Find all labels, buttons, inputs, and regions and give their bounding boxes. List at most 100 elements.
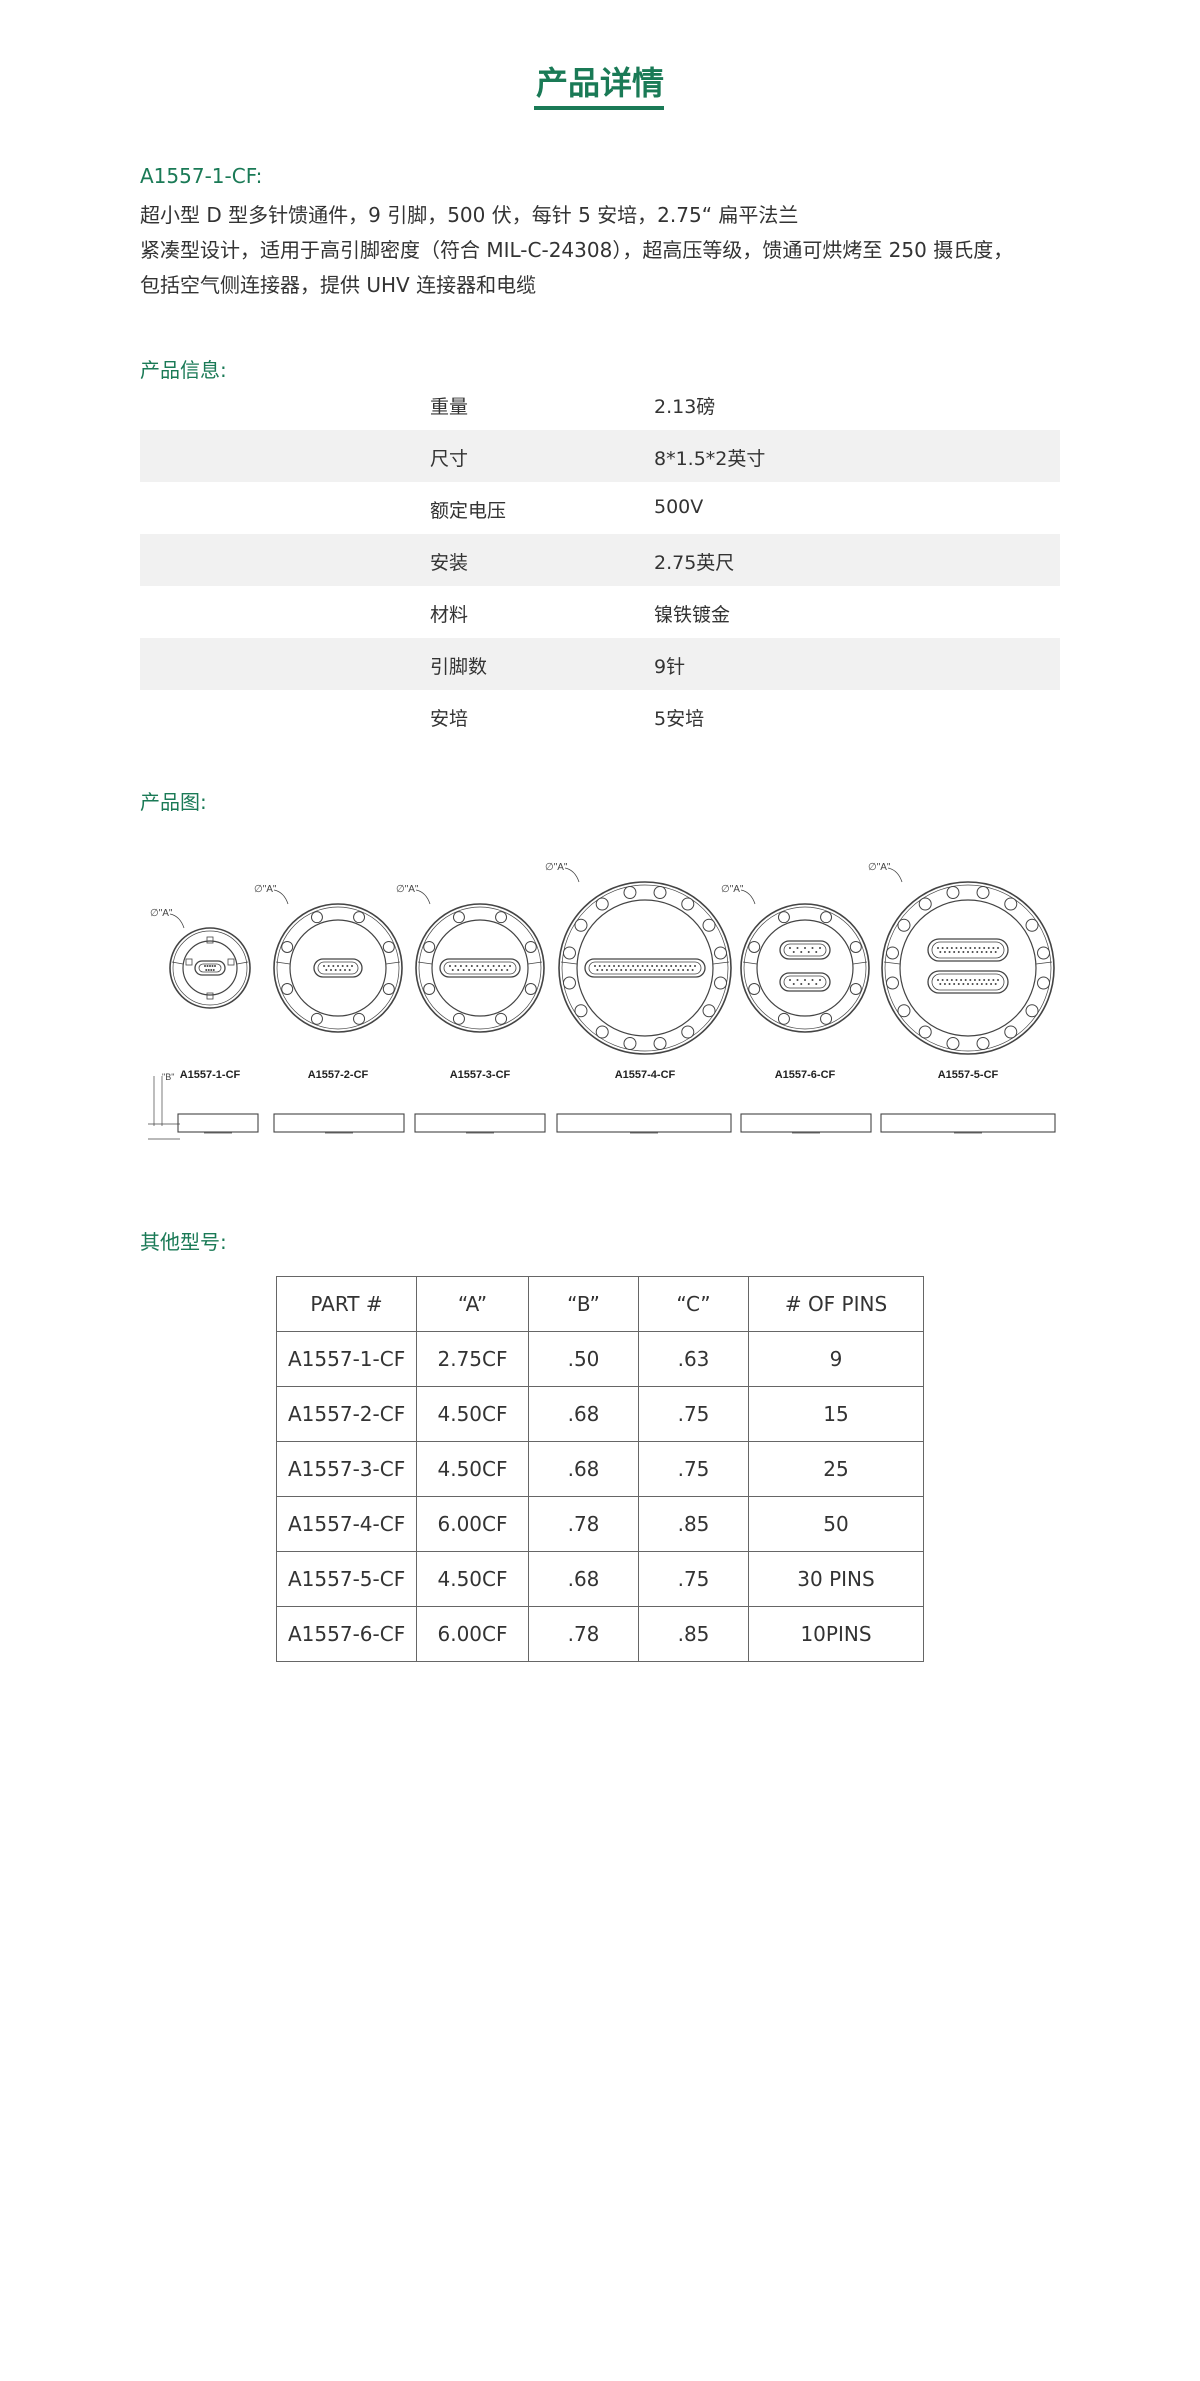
dimension-b-label: "B" — [162, 1072, 174, 1082]
diameter-label: ∅"A" — [150, 908, 173, 919]
flange-side-view — [880, 1113, 1056, 1133]
description-line: 包括空气侧连接器，提供 UHV 连接器和电缆 — [140, 273, 537, 297]
bolt-hole — [1004, 897, 1018, 911]
spec-cell: .85 — [638, 1496, 749, 1552]
info-value: 500V — [654, 496, 704, 518]
connector-pin — [632, 965, 635, 967]
bolt-hole — [777, 911, 790, 924]
flange-side-view — [740, 1113, 872, 1133]
connector-pin — [653, 969, 656, 971]
bolt-hole — [562, 976, 576, 990]
flange-edge — [884, 884, 1052, 1052]
info-key: 安培 — [430, 708, 469, 730]
flange-side-view — [414, 1113, 546, 1133]
connector-pin — [615, 969, 618, 971]
info-key: 材料 — [430, 604, 469, 626]
diameter-leader — [169, 913, 185, 929]
spec-cell: .78 — [528, 1496, 639, 1552]
connector-pin — [332, 965, 335, 967]
connector-pin — [346, 965, 349, 967]
bolt-hole — [681, 897, 695, 911]
connector-pin — [939, 951, 942, 953]
connector-pin — [804, 947, 806, 949]
connector-pin — [985, 951, 988, 953]
connector-pin — [969, 979, 972, 981]
connector-pin — [997, 979, 999, 981]
bolt-hole — [976, 885, 990, 899]
title-underline — [534, 106, 664, 110]
diameter-label: ∅"A" — [868, 862, 891, 873]
flange-outline — [273, 903, 403, 1033]
flange-side-view — [556, 1113, 732, 1133]
flange-inner-ring — [431, 919, 529, 1017]
connector-pin — [983, 947, 986, 949]
spec-cell: 15 — [748, 1386, 924, 1442]
connector-insert — [783, 975, 827, 989]
bolt-hole — [885, 976, 899, 990]
connector-pin — [990, 951, 993, 953]
diameter-label: ∅"A" — [721, 884, 744, 895]
connector-pin — [627, 965, 630, 967]
bolt-hole — [562, 946, 576, 960]
connector-pin — [973, 947, 976, 949]
connector-shell — [439, 958, 521, 978]
connector-pin — [617, 965, 620, 967]
flange-edge — [276, 906, 400, 1030]
info-key: 额定电压 — [430, 500, 507, 522]
connector-pin — [971, 983, 974, 985]
info-value: 2.75英尺 — [654, 552, 735, 574]
bolt-hole — [777, 1012, 790, 1025]
spec-cell: A1557-2-CF — [276, 1386, 417, 1442]
connector-pin — [495, 969, 498, 971]
spec-cell: .68 — [528, 1386, 639, 1442]
connector-pin — [339, 969, 342, 971]
bolt-hole — [820, 1012, 833, 1025]
mini-slot — [206, 992, 214, 1000]
bolt-hole — [897, 1004, 911, 1018]
spec-cell: A1557-1-CF — [276, 1331, 417, 1387]
connector-pin — [468, 969, 471, 971]
connector-pin — [500, 969, 503, 971]
table-row: A1557-5-CF 4.50CF .68 .75 30 PINS — [276, 1551, 924, 1607]
connector-pin — [325, 969, 328, 971]
bolt-hole — [748, 940, 761, 953]
table-row: A1557-3-CF 4.50CF .68 .75 25 — [276, 1441, 924, 1497]
connector-pin — [451, 969, 454, 971]
page-title: 产品详情 — [535, 64, 664, 102]
connector-pin — [484, 969, 487, 971]
flange-outline — [169, 927, 251, 1009]
description-line: 超小型 D 型多针馈通件，9 引脚，500 伏，每针 5 安培，2.75“ 扁平… — [140, 203, 799, 227]
bolt-hole — [452, 1012, 465, 1025]
connector-shell — [584, 958, 706, 978]
connector-pin — [646, 965, 649, 967]
spec-header-row: PART # “A” “B” “C” # OF PINS — [276, 1276, 924, 1332]
table-row: A1557-6-CF 6.00CF .78 .85 10PINS — [276, 1606, 924, 1662]
connector-pin — [205, 969, 208, 971]
spec-cell: 4.50CF — [416, 1441, 529, 1497]
spec-cell: 6.00CF — [416, 1496, 529, 1552]
connector-pin — [943, 983, 946, 985]
bolt-hole — [353, 911, 366, 924]
bolt-hole — [595, 1025, 609, 1039]
spec-cell: .85 — [638, 1606, 749, 1662]
flange-notch — [236, 961, 249, 965]
bolt-hole — [748, 983, 761, 996]
connector-pin — [481, 965, 484, 967]
connector-pin — [796, 979, 799, 981]
flange-notch — [883, 961, 901, 965]
spec-table: PART # “A” “B” “C” # OF PINS A1557-1-CF … — [276, 1276, 924, 1662]
bolt-hole — [946, 1037, 960, 1051]
connector-pin — [596, 969, 599, 971]
connector-pin — [997, 947, 999, 949]
connector-pin — [479, 969, 481, 971]
flange-notch — [171, 961, 184, 965]
flange-notch — [527, 961, 543, 965]
connector-pin — [457, 969, 460, 971]
bolt-hole — [382, 983, 395, 996]
connector-pin — [492, 965, 495, 967]
connector-pin — [337, 965, 339, 967]
drawing-model-label: A1557-6-CF — [775, 1069, 836, 1081]
spec-cell: 10PINS — [748, 1606, 924, 1662]
connector-pin — [665, 965, 668, 967]
bolt-hole — [885, 946, 899, 960]
